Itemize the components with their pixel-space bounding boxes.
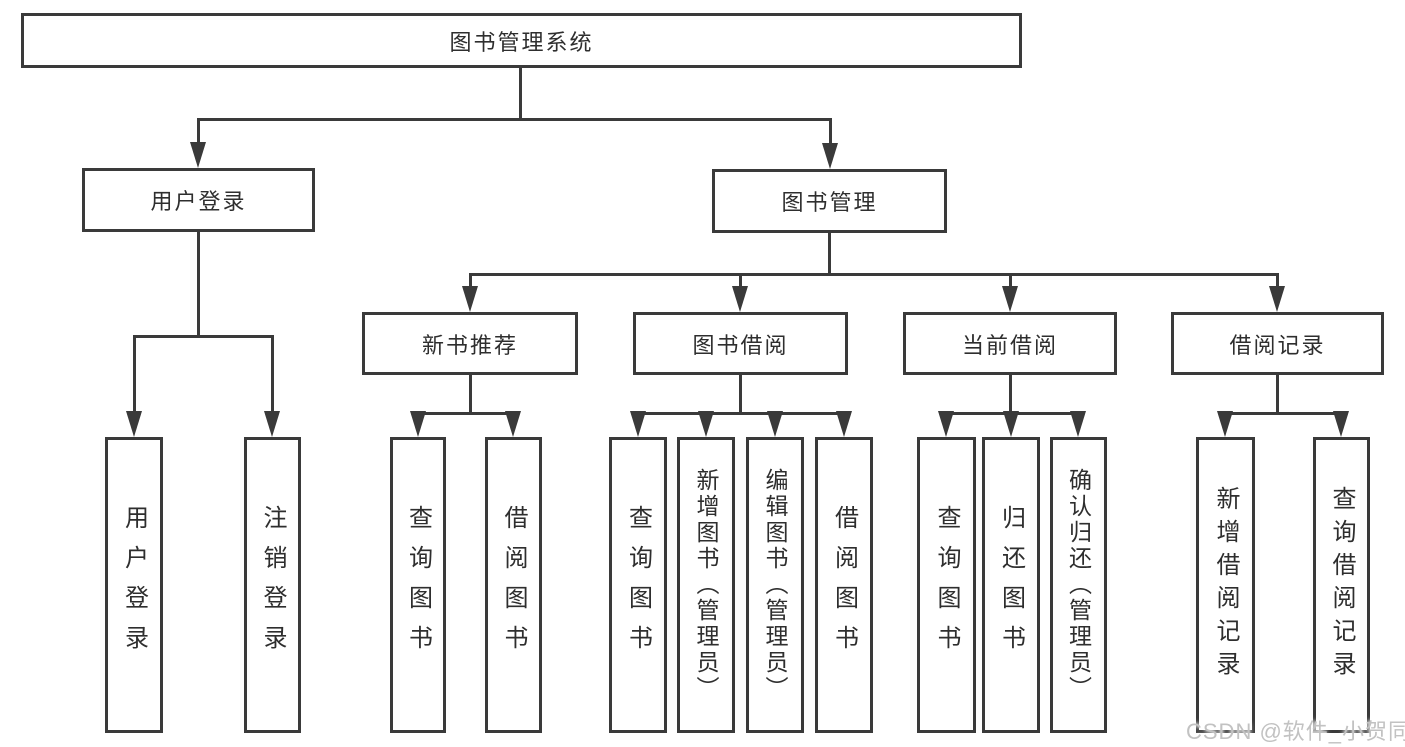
node-book-borrowing: 图书借阅: [633, 312, 848, 375]
connector-mgmt-child4-stem: [1276, 273, 1279, 289]
arrowhead-icon: [1002, 286, 1018, 312]
connector-mgmt-child2-stem: [739, 273, 742, 289]
arrowhead-icon: [264, 411, 280, 437]
leaf-add-borrow-record: 新增借阅记录: [1196, 437, 1255, 733]
leaf-confirm-return-admin-label: 确认归还（管理员）: [1065, 468, 1092, 702]
leaf-confirm-return-admin: 确认归还（管理员）: [1050, 437, 1107, 733]
arrowhead-icon: [126, 411, 142, 437]
arrowhead-icon: [822, 143, 838, 169]
connector-login-bar: [133, 335, 274, 338]
connector-mgmt-child3-stem: [1009, 273, 1012, 289]
leaf-edit-books-admin-label: 编辑图书（管理员）: [762, 468, 788, 702]
connector-root-stem: [519, 68, 522, 118]
connector-login-stem: [197, 232, 200, 335]
connector-mgmt-stem: [828, 233, 831, 273]
connector-current-stem: [1009, 375, 1012, 412]
arrowhead-icon: [698, 411, 714, 437]
connector-login-child2-stem: [271, 335, 274, 415]
leaf-query-books-recommend: 查询图书: [390, 437, 446, 733]
leaf-borrow-books-recommend-label: 借阅图书: [500, 505, 527, 665]
leaf-add-borrow-record-label: 新增借阅记录: [1212, 486, 1239, 684]
leaf-query-books-current-label: 查询图书: [933, 505, 960, 665]
leaf-borrow-books-borrowing-label: 借阅图书: [830, 505, 858, 665]
leaf-query-borrow-record-label: 查询借阅记录: [1328, 486, 1355, 684]
node-current-borrowing: 当前借阅: [903, 312, 1117, 375]
leaf-query-books-recommend-label: 查询图书: [404, 505, 432, 665]
connector-mgmt-child1-stem: [469, 273, 472, 289]
leaf-logout-login-label: 注销登录: [259, 505, 286, 665]
leaf-query-books-borrowing-label: 查询图书: [624, 505, 652, 665]
leaf-return-books-label: 归还图书: [997, 505, 1025, 665]
node-library-management-system: 图书管理系统: [21, 13, 1022, 68]
arrowhead-icon: [505, 411, 521, 437]
connector-root-to-login-stem: [197, 118, 200, 146]
connector-borrowing-stem: [739, 375, 742, 412]
arrowhead-icon: [1217, 411, 1233, 437]
node-new-book-recommendation: 新书推荐: [362, 312, 578, 375]
leaf-add-books-admin-label: 新增图书（管理员）: [693, 468, 719, 702]
leaf-query-books-borrowing: 查询图书: [609, 437, 667, 733]
node-book-management: 图书管理: [712, 169, 947, 233]
leaf-logout-login: 注销登录: [244, 437, 301, 733]
connector-root-to-mgmt-stem: [829, 118, 832, 146]
arrowhead-icon: [836, 411, 852, 437]
arrowhead-icon: [767, 411, 783, 437]
arrowhead-icon: [462, 286, 478, 312]
arrowhead-icon: [1070, 411, 1086, 437]
connector-recommend-bar: [417, 412, 516, 415]
leaf-borrow-books-borrowing: 借阅图书: [815, 437, 873, 733]
connector-root-bar: [197, 118, 832, 121]
arrowhead-icon: [1003, 411, 1019, 437]
arrowhead-icon: [938, 411, 954, 437]
connector-records-bar: [1224, 412, 1343, 415]
leaf-add-books-admin: 新增图书（管理员）: [677, 437, 735, 733]
arrowhead-icon: [1269, 286, 1285, 312]
arrowhead-icon: [1333, 411, 1349, 437]
connector-recommend-stem: [469, 375, 472, 412]
node-user-login: 用户登录: [82, 168, 315, 232]
connector-login-child1-stem: [133, 335, 136, 415]
leaf-query-books-current: 查询图书: [917, 437, 976, 733]
csdn-watermark: CSDN @软件_小贺同学: [1186, 719, 1405, 744]
node-borrowing-records: 借阅记录: [1171, 312, 1384, 375]
arrowhead-icon: [732, 286, 748, 312]
connector-borrowing-bar: [637, 412, 846, 415]
connector-records-stem: [1276, 375, 1279, 412]
leaf-user-login: 用户登录: [105, 437, 163, 733]
arrowhead-icon: [410, 411, 426, 437]
arrowhead-icon: [630, 411, 646, 437]
leaf-edit-books-admin: 编辑图书（管理员）: [746, 437, 804, 733]
arrowhead-icon: [190, 142, 206, 168]
leaf-borrow-books-recommend: 借阅图书: [485, 437, 542, 733]
connector-mgmt-bar: [469, 273, 1279, 276]
leaf-user-login-label: 用户登录: [120, 505, 148, 665]
leaf-return-books: 归还图书: [982, 437, 1040, 733]
leaf-query-borrow-record: 查询借阅记录: [1313, 437, 1370, 733]
